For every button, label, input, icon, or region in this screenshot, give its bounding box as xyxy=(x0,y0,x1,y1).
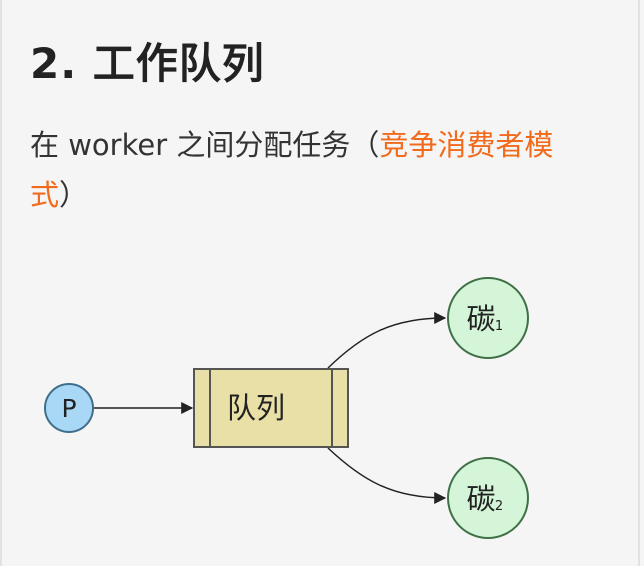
description-highlight-link[interactable]: 竞争消费者模式 xyxy=(30,128,554,212)
work-queue-diagram: P 队列 碳 1 碳 2 xyxy=(44,277,529,539)
queue-node: 队列 xyxy=(193,368,349,448)
description-prefix: 在 worker 之间分配任务（ xyxy=(30,128,380,162)
queue-label: 队列 xyxy=(227,391,285,425)
consumer-2-subscript: 2 xyxy=(495,499,503,514)
producer-label: P xyxy=(61,394,76,423)
consumer-1-subscript: 1 xyxy=(495,319,503,334)
section-description: 在 worker 之间分配任务（竞争消费者模式） xyxy=(30,120,610,220)
producer-node: P xyxy=(44,383,94,433)
consumer-node-2: 碳 2 xyxy=(447,457,529,539)
section-title: 2. 工作队列 xyxy=(30,39,265,88)
consumer-node-1: 碳 1 xyxy=(447,277,529,359)
queue-to-consumer2-edge xyxy=(327,447,447,504)
queue-to-consumer1-edge xyxy=(327,312,447,369)
description-suffix: ） xyxy=(59,178,89,212)
consumer-2-label: 碳 xyxy=(466,482,495,516)
consumer-1-label: 碳 xyxy=(466,302,495,336)
